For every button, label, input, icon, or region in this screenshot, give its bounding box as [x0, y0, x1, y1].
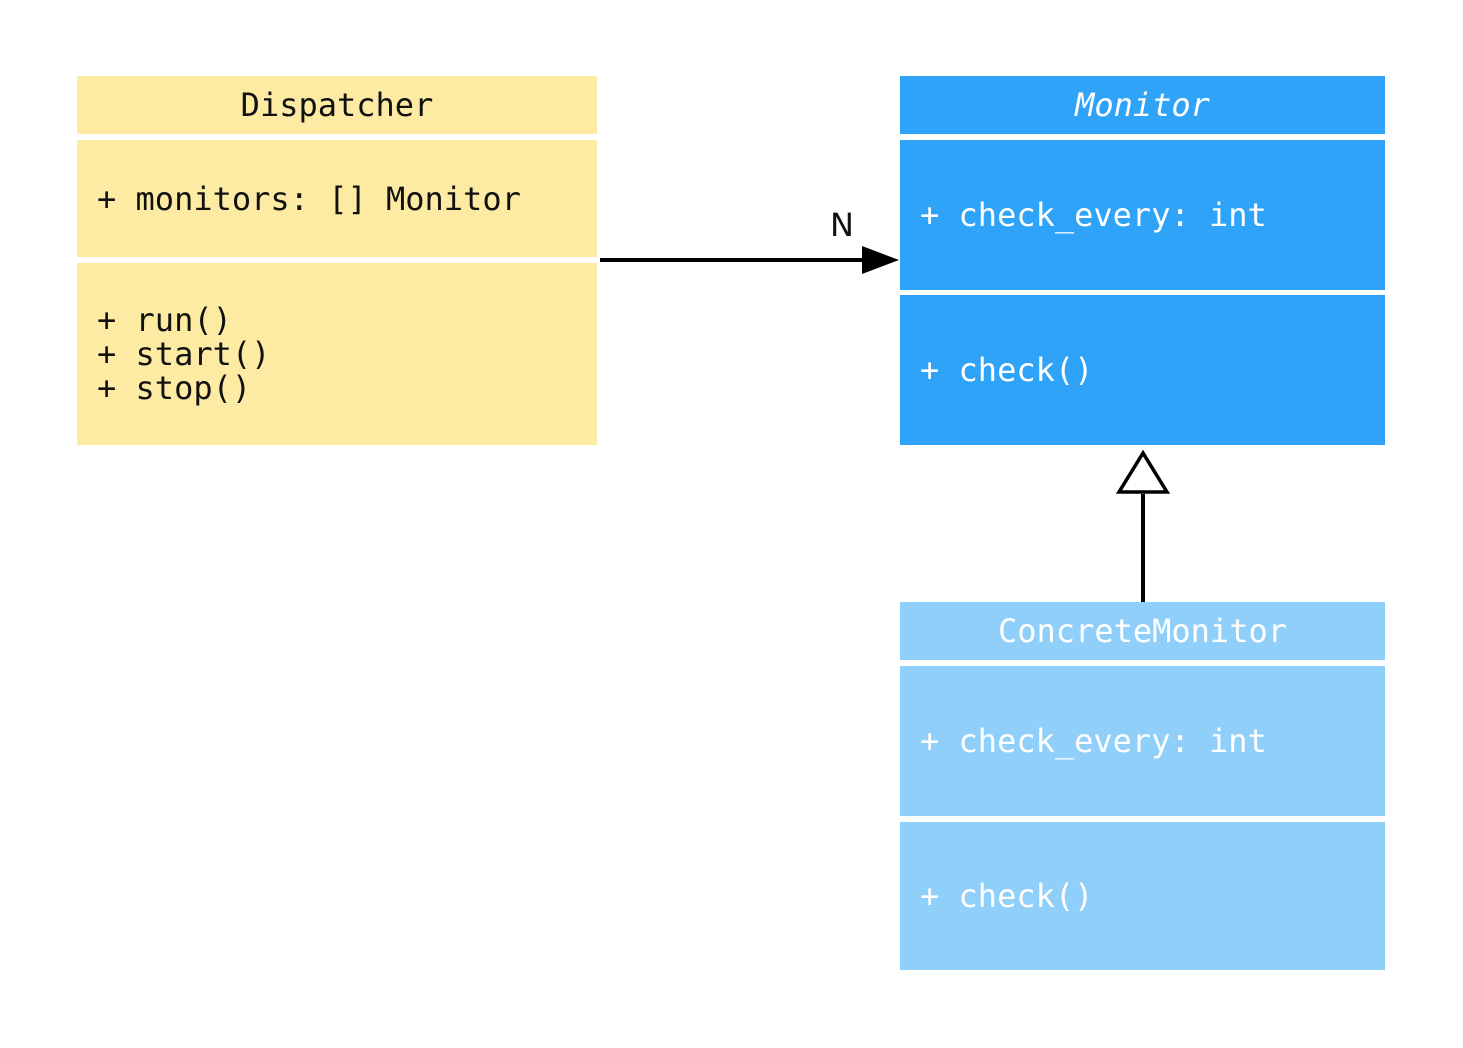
class-box-dispatcher: Dispatcher + monitors: [] Monitor + run(…: [77, 76, 597, 445]
class-title-section: ConcreteMonitor: [900, 602, 1385, 660]
attribute-line: + check_every: int: [920, 722, 1267, 760]
class-name: Dispatcher: [240, 86, 434, 124]
class-attributes-section: + check_every: int: [900, 666, 1385, 816]
class-attributes-section: + check_every: int: [900, 140, 1385, 290]
class-title-section: Dispatcher: [77, 76, 597, 134]
inheritance-triangle-icon: [1115, 449, 1171, 494]
class-methods-section: + check(): [900, 295, 1385, 445]
class-box-concrete-monitor: ConcreteMonitor + check_every: int + che…: [900, 602, 1385, 970]
method-line: + start(): [97, 335, 271, 373]
attribute-line: + monitors: [] Monitor: [97, 179, 521, 218]
method-line: + stop(): [97, 369, 252, 407]
association-arrowhead-icon: [862, 246, 899, 274]
association-multiplicity-label: N: [830, 206, 854, 244]
class-attributes-section: + monitors: [] Monitor: [77, 140, 597, 257]
class-name: ConcreteMonitor: [998, 612, 1287, 650]
method-line: + check(): [920, 877, 1094, 915]
attribute-line: + check_every: int: [920, 196, 1267, 234]
method-line: + run(): [97, 301, 232, 339]
class-box-monitor: Monitor + check_every: int + check(): [900, 76, 1385, 445]
method-line: + check(): [920, 351, 1094, 389]
class-methods-section: + run() + start() + stop(): [77, 263, 597, 445]
class-name: Monitor: [1075, 86, 1210, 124]
class-title-section: Monitor: [900, 76, 1385, 134]
class-methods-section: + check(): [900, 822, 1385, 970]
